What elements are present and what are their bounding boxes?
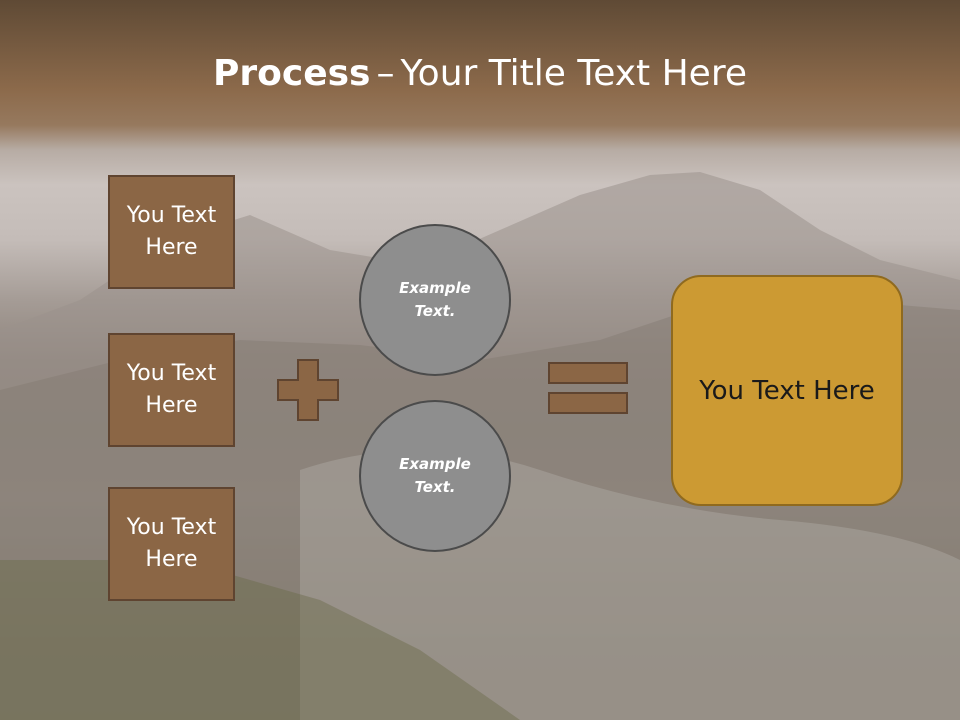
slide-title: Process–Your Title Text Here bbox=[0, 52, 960, 96]
title-dash: – bbox=[376, 53, 395, 94]
plus-icon bbox=[277, 359, 339, 421]
result-box: You Text Here bbox=[671, 275, 903, 506]
circle-line: Example bbox=[399, 279, 471, 297]
title-rest: Your Title Text Here bbox=[400, 53, 747, 94]
circle-line: Text. bbox=[414, 302, 456, 320]
result-text: You Text Here bbox=[699, 375, 875, 406]
circle-line: Example bbox=[399, 455, 471, 473]
text-box-line: Here bbox=[145, 547, 198, 572]
text-box-line: You Text bbox=[126, 203, 217, 228]
circle-line: Text. bbox=[414, 478, 456, 496]
text-box-line: You Text bbox=[126, 515, 217, 540]
text-box-line: Here bbox=[145, 393, 198, 418]
text-box-line: Here bbox=[145, 235, 198, 260]
text-box-line: You Text bbox=[126, 361, 217, 386]
equals-icon bbox=[548, 362, 628, 414]
title-bold: Process bbox=[212, 53, 371, 94]
